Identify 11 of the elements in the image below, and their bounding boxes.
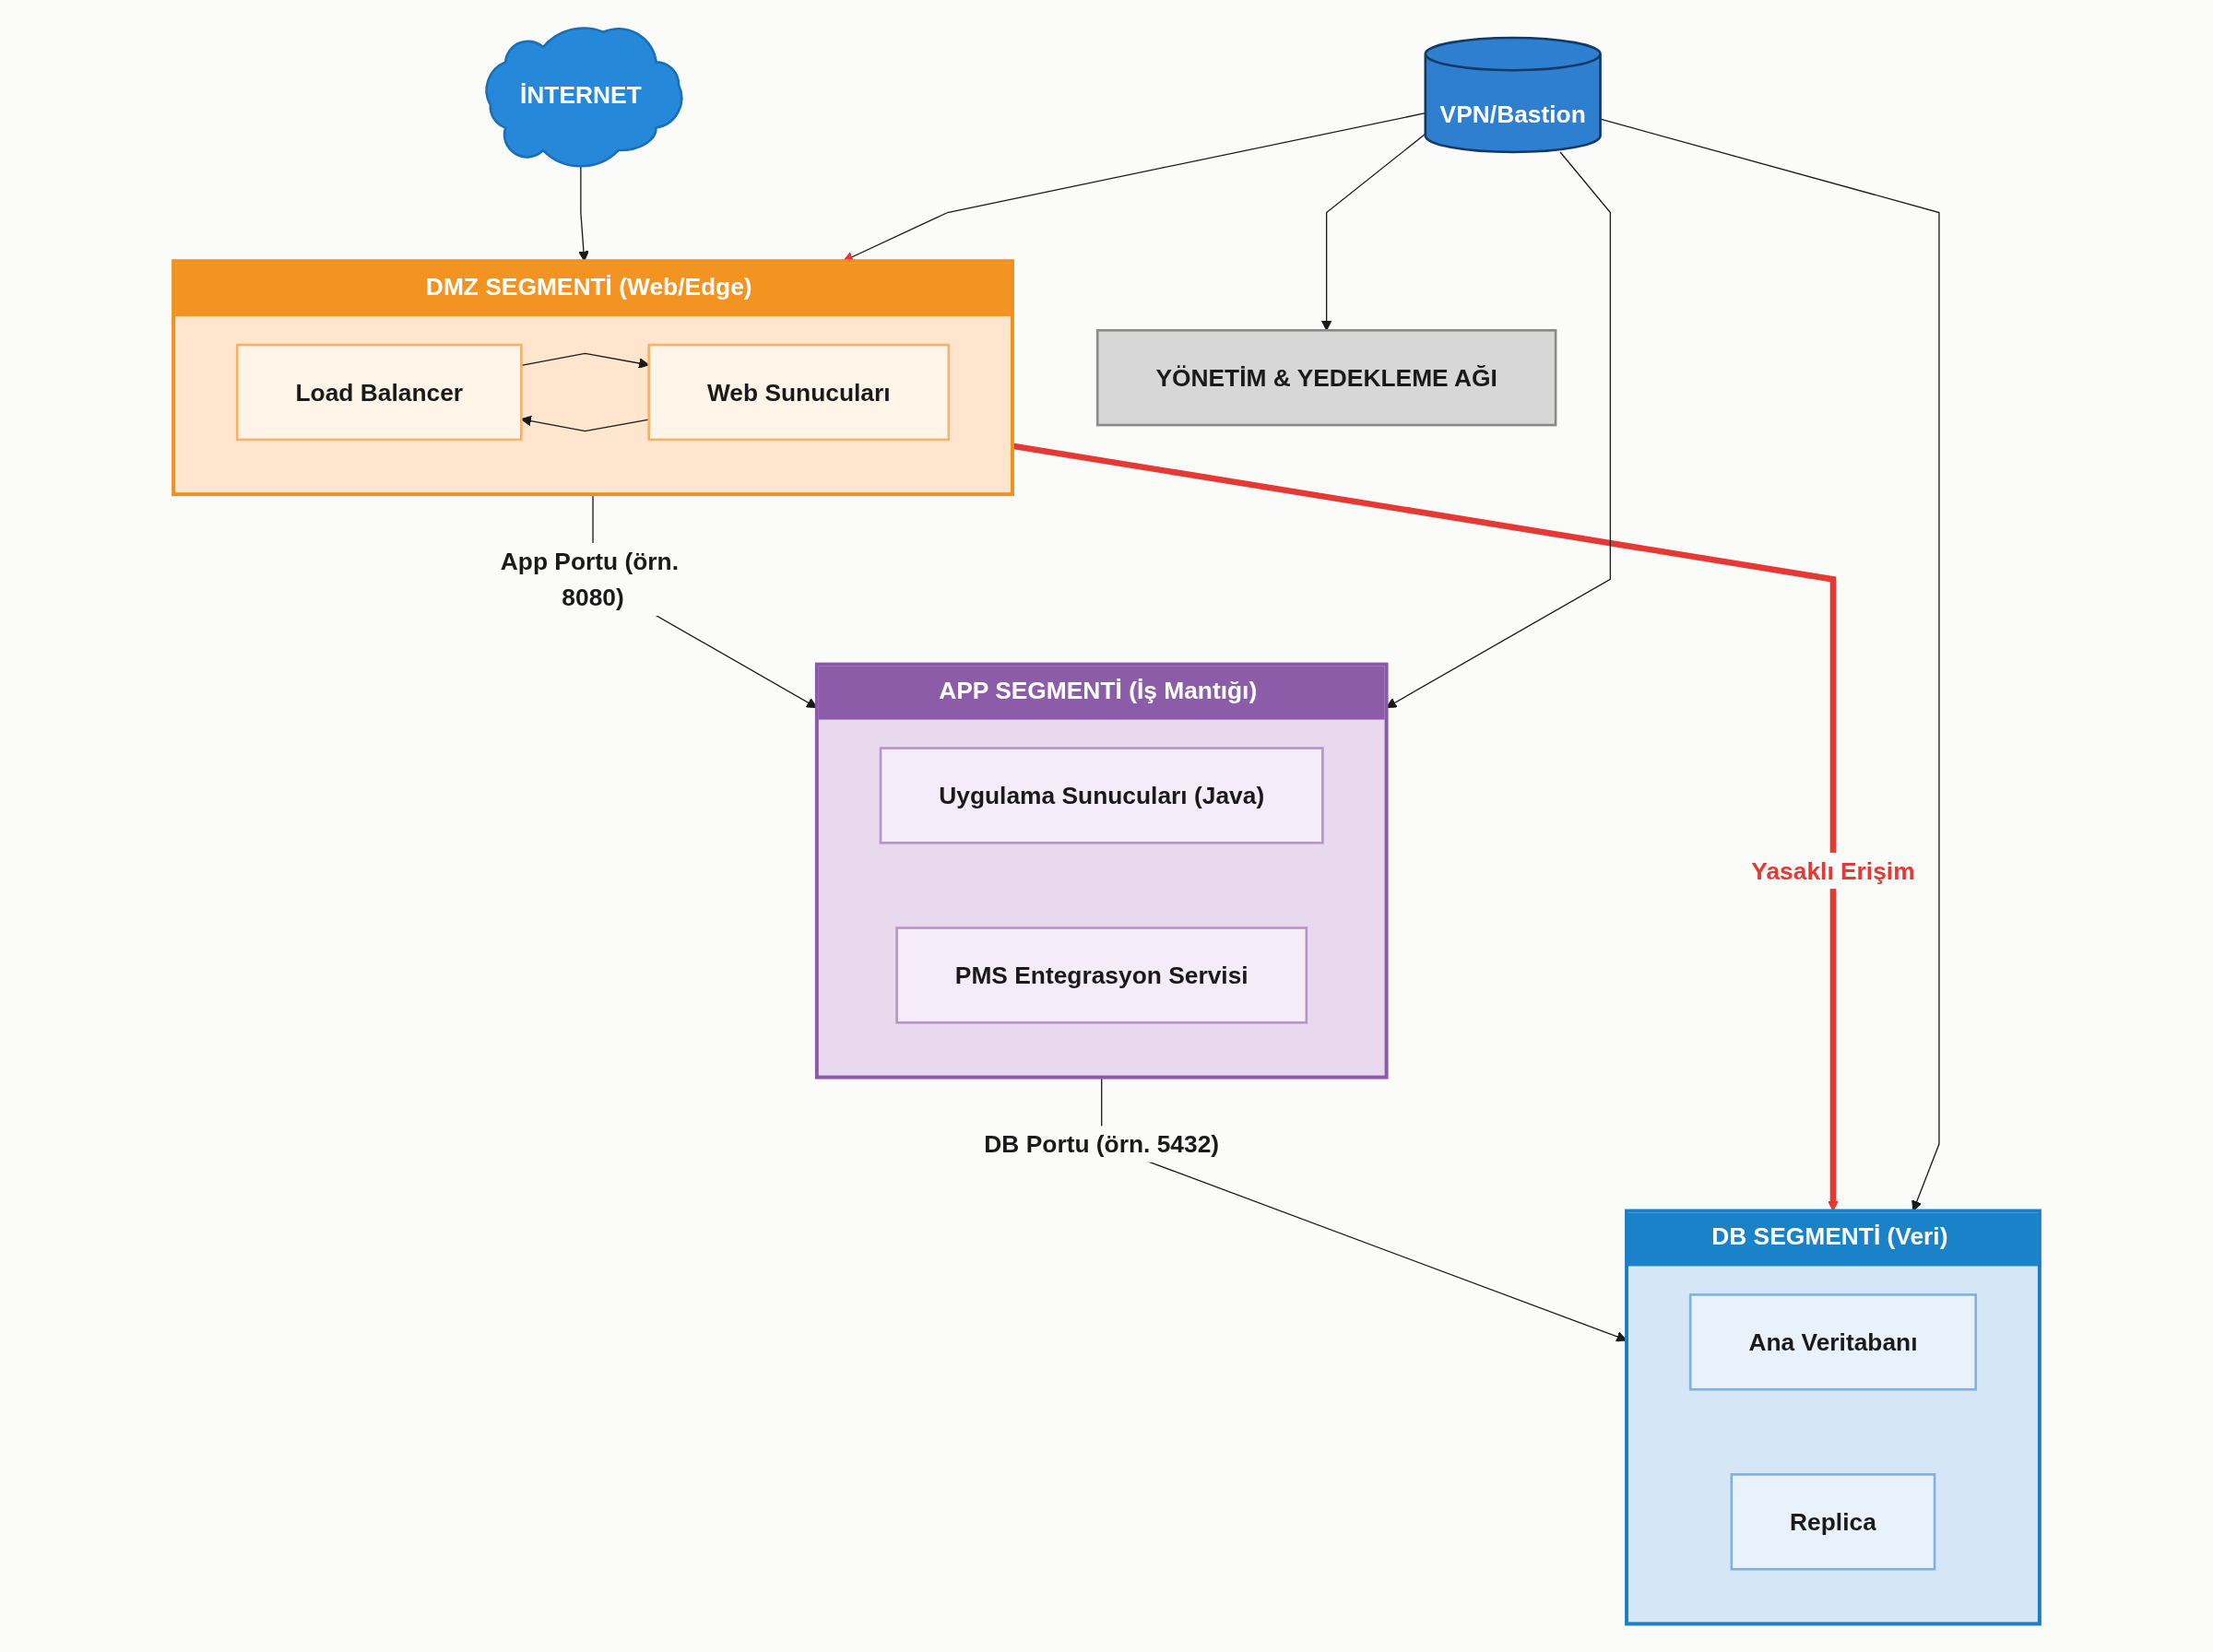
- edge-label: Yasaklı Erişim: [1751, 857, 1915, 885]
- node-box: Ana Veritabanı: [1688, 1293, 1978, 1391]
- node-box: Replica: [1730, 1473, 1936, 1571]
- edge-label: DB Portu (örn. 5432): [984, 1130, 1220, 1158]
- node-box: Uygulama Sunucuları (Java): [879, 747, 1324, 844]
- node-box: YÖNETİM & YEDEKLEME AĞI: [1095, 329, 1557, 427]
- node-box: Web Sunucuları: [647, 343, 951, 442]
- node-box: Load Balancer: [235, 343, 523, 442]
- arrow: [1320, 133, 1426, 331]
- node-box: PMS Entegrasyon Servisi: [895, 926, 1308, 1024]
- edge-label: App Portu (örn. 8080): [500, 548, 679, 611]
